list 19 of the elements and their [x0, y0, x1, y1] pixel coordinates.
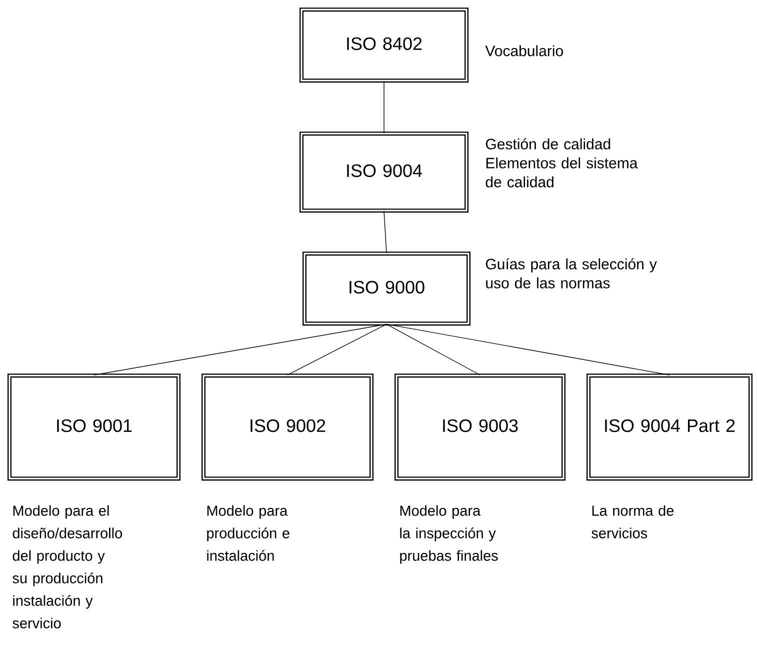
standard-box: ISO 9001: [8, 374, 180, 481]
description-text: Vocabulario: [485, 45, 563, 56]
description-text: La norma de servicios: [592, 505, 674, 538]
connector-line: [386, 324, 480, 376]
standard-box: ISO 9004: [300, 132, 468, 213]
standard-box: ISO 9004 Part 2: [586, 374, 752, 481]
description-text: Guías para la selección y uso de las normas: [486, 258, 657, 288]
description-text: Modelo para producción e instalación: [207, 505, 290, 561]
standard-box: ISO 9000: [302, 252, 470, 326]
description-text: Gestión de calidad Elementos del sistema de calidad: [486, 138, 638, 188]
connector-line: [384, 210, 387, 254]
connector-line: [287, 324, 387, 376]
connector-line: [94, 324, 387, 376]
description-text: Modelo para el diseño/desarrollo del producto y su producción instalación y servicio: [12, 505, 122, 628]
standard-box: ISO 9003: [394, 374, 566, 481]
standard-box: ISO 8402: [300, 8, 468, 83]
connector-line: [386, 324, 670, 376]
standard-box: ISO 9002: [202, 374, 374, 481]
description-text: Modelo para la inspección y pruebas finales: [400, 505, 498, 564]
